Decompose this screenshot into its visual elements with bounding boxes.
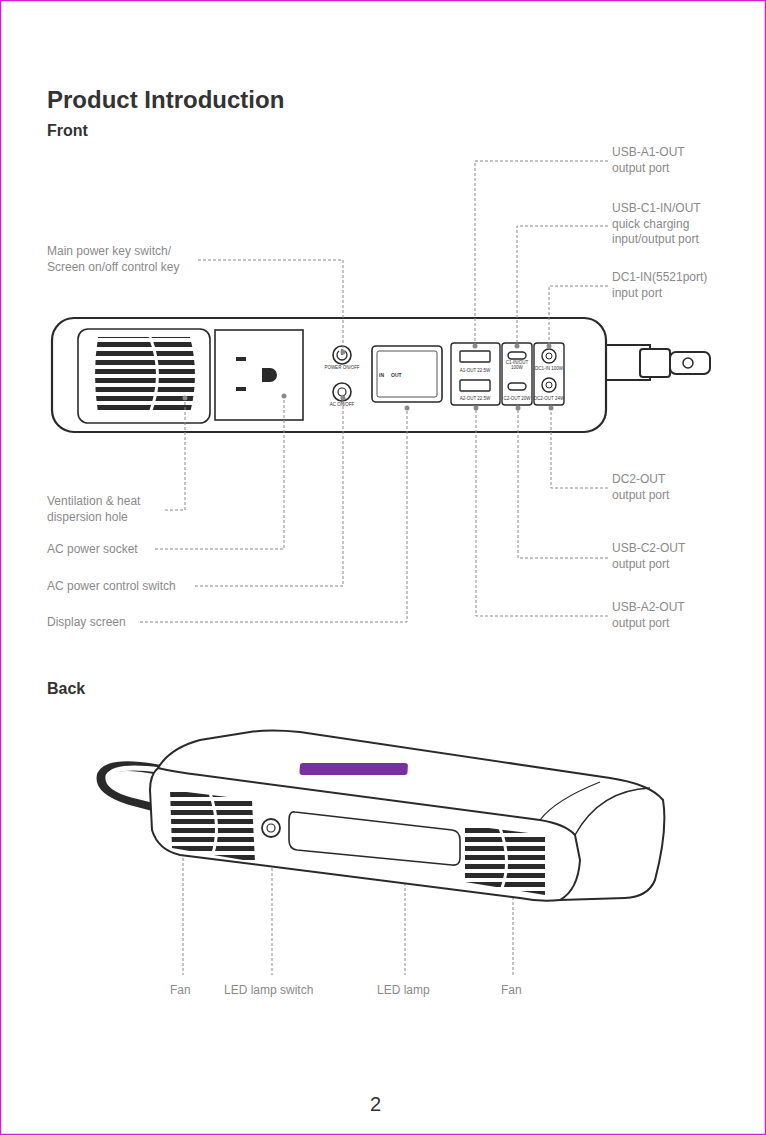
front-device <box>52 318 710 432</box>
port-marking: POWER ON/OFF <box>318 366 366 371</box>
port-marking: DC2-OUT 24W <box>532 397 566 402</box>
page-number: 2 <box>370 1091 400 1117</box>
page-title: Product Introduction <box>47 84 447 115</box>
callout-label: AC power socket <box>47 542 247 558</box>
port-marking: IN <box>379 373 389 379</box>
callout-label: Display screen <box>47 615 247 631</box>
callout-label: USB-A2-OUT output port <box>612 600 696 631</box>
section-heading: Front <box>47 121 247 142</box>
callout-label: USB-C1-IN/OUT quick charging input/outpu… <box>612 201 722 248</box>
port-marking: C2-OUT 20W <box>500 397 534 402</box>
callout-label: DC1-IN(5521port) input port <box>612 270 724 301</box>
callout-label: LED lamp switch <box>224 983 344 999</box>
callout-label: DC2-OUT output port <box>612 472 696 503</box>
port-marking: OUT <box>391 373 405 379</box>
callout-label: AC power control switch <box>47 579 247 595</box>
port-marking: A2-OUT 22.5W <box>452 397 498 402</box>
callout-label: USB-C2-OUT output port <box>612 541 696 572</box>
callout-label: USB-A1-OUT output port <box>612 145 696 176</box>
section-heading: Back <box>47 679 247 700</box>
port-marking: C1-IN/OUT 100W <box>502 361 532 371</box>
port-marking: A1-OUT 22.5W <box>452 369 498 374</box>
port-marking: AC ON/OFF <box>322 403 362 408</box>
callout-label: Ventilation & heat dispersion hole <box>47 494 163 525</box>
callout-label: Fan <box>501 983 541 999</box>
callout-label: Main power key switch/ Screen on/off con… <box>47 244 197 275</box>
callout-label: LED lamp <box>377 983 457 999</box>
callout-label: Fan <box>170 983 210 999</box>
back-device <box>102 731 665 901</box>
port-marking: DC1-IN 100W <box>532 367 566 372</box>
